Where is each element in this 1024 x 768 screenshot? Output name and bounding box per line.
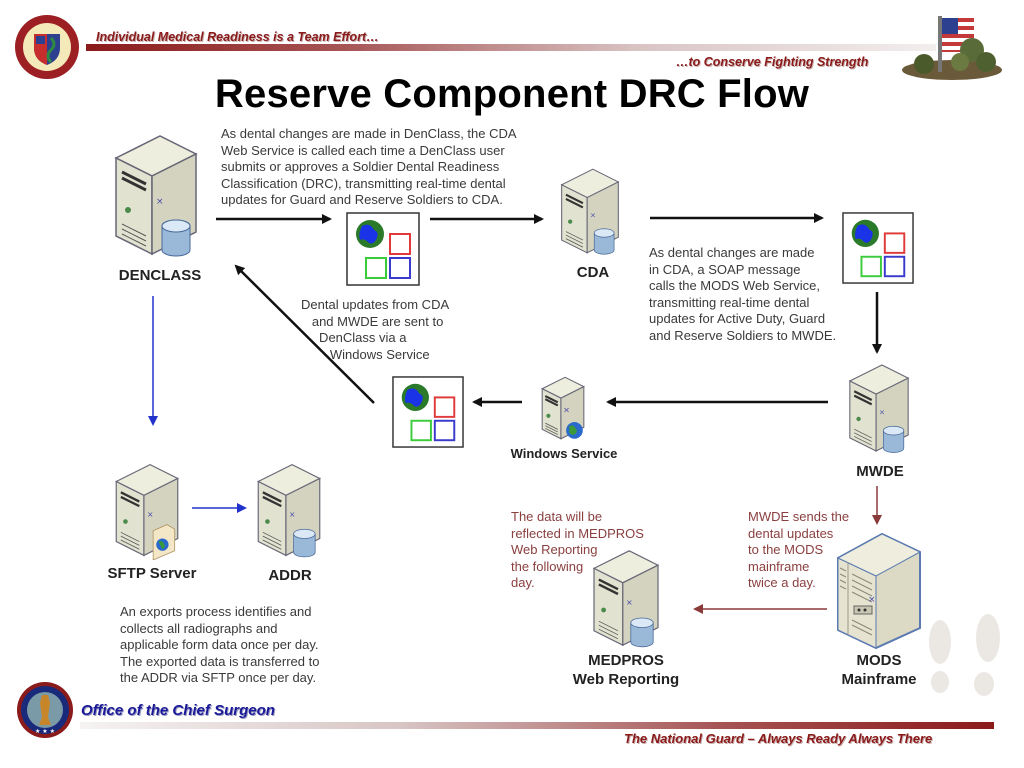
desc-denclass-to-cda: As dental changes are made in DenClass, … — [221, 126, 517, 207]
svg-text:×: × — [879, 408, 885, 417]
medpros-label-line1: MEDPROS — [588, 652, 664, 669]
denclass-server-icon: × — [114, 135, 198, 257]
page-title: Reserve Component DRC Flow — [214, 72, 810, 116]
mwde-label: MWDE — [856, 463, 904, 480]
web-service-icon-1 — [346, 212, 420, 286]
arrow-ws3-to-denclass — [234, 264, 375, 404]
cda-server-icon: × — [560, 168, 620, 255]
footer-office: Office of the Chief Surgeon — [81, 702, 275, 719]
web-service-icon-3 — [392, 376, 464, 448]
header-subslogan: …to Conserve Fighting Strength — [676, 55, 869, 69]
footer-rule — [80, 722, 994, 729]
header-rule — [86, 44, 936, 51]
medical-team-seal-icon — [15, 15, 79, 79]
svg-text:×: × — [868, 595, 876, 605]
mods-label-line2: Mainframe — [841, 671, 917, 688]
mods-label: MODS Mainframe — [826, 651, 932, 689]
medpros-label: MEDPROS Web Reporting — [556, 651, 696, 689]
mods-mainframe-icon: × — [836, 532, 922, 650]
windows-service-label: Windows Service — [510, 446, 618, 461]
windows-service-server-icon: × — [541, 376, 585, 440]
addr-label: ADDR — [268, 567, 312, 584]
army-national-guard-seal-icon: ★ ★ ★ — [17, 682, 73, 738]
desc-mwde-to-mods: MWDE sends the dental updates to the MOD… — [748, 509, 850, 590]
cda-label: CDA — [576, 264, 610, 281]
denclass-label: DENCLASS — [118, 267, 202, 284]
desc-cda-to-mwde: As dental changes are made in CDA, a SOA… — [649, 245, 837, 343]
svg-text:×: × — [289, 510, 295, 519]
medpros-label-line2: Web Reporting — [572, 671, 680, 688]
medpros-server-icon: × — [592, 550, 660, 648]
svg-text:×: × — [147, 510, 153, 519]
desc-medpros: The data will be reflected in MEDPROS We… — [511, 509, 644, 590]
desc-to-denclass: Dental updates from CDA and MWDE are sen… — [301, 297, 450, 362]
svg-text:×: × — [563, 405, 570, 415]
svg-text:×: × — [626, 598, 633, 607]
boot-prints-icon — [929, 614, 1000, 696]
addr-server-icon: × — [256, 463, 322, 558]
svg-text:×: × — [590, 210, 596, 219]
desc-exports: An exports process identifies and collec… — [120, 604, 320, 685]
header-slogan: Individual Medical Readiness is a Team E… — [96, 30, 379, 44]
svg-text:×: × — [156, 197, 164, 207]
flag-soldiers-emblem-icon — [902, 16, 1002, 80]
svg-text:★ ★ ★: ★ ★ ★ — [35, 728, 55, 735]
mods-label-line1: MODS — [856, 652, 902, 669]
footer-motto: The National Guard – Always Ready Always… — [624, 731, 933, 746]
sftp-server-icon: × — [114, 463, 180, 560]
web-service-icon-2 — [842, 212, 914, 284]
mwde-server-icon: × — [848, 364, 910, 453]
sftp-server-label: SFTP Server — [107, 565, 197, 582]
